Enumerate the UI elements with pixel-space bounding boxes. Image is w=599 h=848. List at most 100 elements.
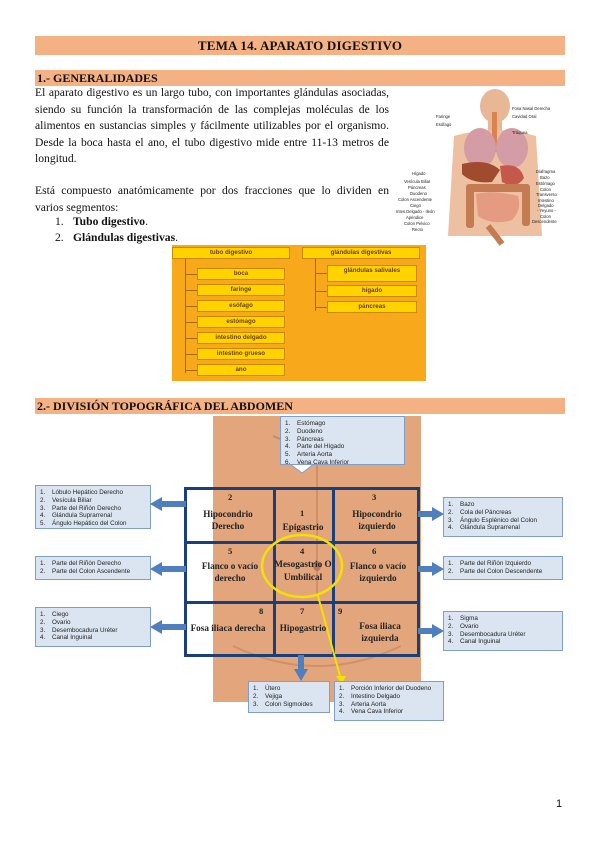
region-number: 1 xyxy=(300,508,305,518)
list-item: 3.Arteria Aorta xyxy=(339,700,386,708)
segments-list: 1.Tubo digestivo. 2.Glándulas digestivas… xyxy=(55,214,178,246)
anatomy-label: Recto xyxy=(412,227,423,232)
diagram-connector xyxy=(185,338,197,339)
diagram-connector xyxy=(185,274,197,275)
list-item: 6.Vena Cava Inferior xyxy=(285,458,350,466)
diagram-item: boca xyxy=(197,268,285,280)
arrow-left-icon xyxy=(150,620,186,634)
organs-box-hipocondrio-izquierdo: 1.Bazo 2.Cola del Páncreas 3.Ángulo Espl… xyxy=(443,497,563,537)
region-number: 8 xyxy=(259,606,264,616)
grid-line xyxy=(187,601,417,604)
diagram-item: intestino delgado xyxy=(197,332,285,344)
anatomy-label: Bazo xyxy=(540,175,550,180)
region-fosa-iliaca-izquierda: Fosa iliaca izquierda xyxy=(359,621,401,643)
arrow-down-icon xyxy=(294,655,308,681)
list-item-label: Glándulas digestivas xyxy=(73,231,176,244)
region-hipogastrio: Hipogastrio xyxy=(279,623,327,633)
anatomy-label: Ciego xyxy=(410,203,421,208)
list-item: 4.Parte del Hígado xyxy=(285,443,345,451)
diagram-connector xyxy=(185,259,186,373)
list-item: 3.Desembocadura Uréter xyxy=(40,626,118,634)
list-item: 3.Páncreas xyxy=(285,435,324,443)
anatomy-label: Esófago xyxy=(436,122,452,127)
organs-box-epigastrio: 1.Estómago 2.Duodeno 3.Páncreas 4.Parte … xyxy=(280,416,405,466)
anatomy-label: Faringe xyxy=(436,114,451,119)
anatomy-label: Duodeno xyxy=(410,191,427,196)
anatomy-label: Hígado xyxy=(412,171,426,176)
diagram-item: glándulas salivales xyxy=(327,265,417,282)
composition-paragraph: Está compuesto anatómicamente por dos fr… xyxy=(35,184,389,214)
list-item: 1.Bazo xyxy=(448,501,475,508)
region-number: 7 xyxy=(300,606,305,616)
organs-box-hipogastrio: 1.Útero 2.Vejiga 3.Colon Sigmoides xyxy=(248,681,330,713)
region-flanco-derecho: Flanco o vacío derecho xyxy=(201,561,259,583)
anatomy-label: Tráquea xyxy=(512,130,528,135)
list-item: 1.Porción Inferior del Duodeno xyxy=(339,685,432,692)
list-item: 2.Vesícula Biliar xyxy=(40,496,92,504)
arrow-right-icon xyxy=(418,624,444,638)
anatomy-label: Colon xyxy=(540,214,551,219)
anatomy-label: - Yeyuno - xyxy=(537,208,556,213)
list-item: 1.Sigma xyxy=(448,615,478,622)
diagram-item: intestino grueso xyxy=(197,348,285,360)
list-item: 5.Ángulo Hepático del Colon xyxy=(40,520,127,528)
list-item: 4.Vena Cava Inferior xyxy=(339,708,404,716)
diagram-item: faringe xyxy=(197,284,285,296)
anatomy-label: Diafragma xyxy=(536,169,556,174)
diagram-item: páncreas xyxy=(327,301,417,313)
list-item: 2.Ovario xyxy=(448,622,479,630)
region-number: 2 xyxy=(228,492,233,502)
section-heading-generalidades: 1.- GENERALIDADES xyxy=(35,70,565,86)
diagram-connector xyxy=(185,290,197,291)
list-item: 2.Vejiga xyxy=(253,692,283,700)
diagram-connector xyxy=(185,306,197,307)
region-number: 4 xyxy=(300,546,305,556)
diagram-connector xyxy=(185,370,197,371)
list-item: 4.Glándula Suprarrenal xyxy=(40,512,112,520)
arrow-left-icon xyxy=(150,497,186,511)
list-item: 1.Parte del Riñón Izquierdo xyxy=(448,560,532,567)
diagram-item: esófago xyxy=(197,300,285,312)
list-item: 1.Parte del Riñón Derecho xyxy=(40,560,121,567)
anatomy-label: Intestino xyxy=(538,198,554,203)
page-title: TEMA 14. APARATO DIGESTIVO xyxy=(35,36,565,55)
region-fosa-iliaca-derecha: Fosa iliaca derecha xyxy=(190,623,266,633)
list-item: 4.Glándula Suprarrenal xyxy=(448,524,520,532)
digestive-system-illustration: Faringe Esófago Hígado Vesícula Biliar P… xyxy=(392,86,570,246)
diagram-connector xyxy=(315,259,316,311)
list-item: 1.Tubo digestivo. xyxy=(55,215,148,228)
grid-line xyxy=(332,490,335,654)
organs-box-fosa-iliaca-derecha: 1.Ciego 2.Ovario 3.Desembocadura Uréter … xyxy=(35,607,151,647)
list-item: 1.Estómago xyxy=(285,420,326,427)
diagram-item: estómago xyxy=(197,316,285,328)
list-item: 4.Canal Inguinal xyxy=(40,634,93,642)
anatomy-label: Descendente xyxy=(532,219,557,224)
organs-box-fosa-iliaca-izquierda: 1.Sigma 2.Ovario 3.Desembocadura Uréter … xyxy=(443,611,563,651)
list-item: 3.Parte del Riñón Derecho xyxy=(40,504,121,512)
diagram-item: ano xyxy=(197,364,285,376)
diagram-item: hígado xyxy=(327,285,417,297)
region-number: 5 xyxy=(228,546,233,556)
page-number: 1 xyxy=(556,798,563,810)
diagram-connector xyxy=(315,273,327,274)
list-item: 2.Cola del Páncreas xyxy=(448,508,512,516)
grid-line xyxy=(187,541,417,544)
grid-line xyxy=(273,490,276,654)
diagram-connector xyxy=(185,354,197,355)
region-number: 3 xyxy=(372,492,377,502)
torso-drawing xyxy=(448,89,542,246)
organs-box-flanco-izquierdo: 1.Parte del Riñón Izquierdo 2.Parte del … xyxy=(443,556,563,580)
anatomy-label: Páncreas xyxy=(408,185,426,190)
list-item: 2.Parte del Colon Ascendente xyxy=(40,567,131,575)
anatomy-label: Intes.Delgado - Ileón xyxy=(396,209,435,214)
list-item: 3.Desembocadura Uréter xyxy=(448,630,526,638)
list-item: 3.Colon Sigmoides xyxy=(253,700,313,708)
list-item: 2.Duodeno xyxy=(285,427,323,435)
anatomy-label: Fosa Nasal Derecha xyxy=(512,106,551,111)
list-item: 2.Ovario xyxy=(40,618,71,626)
list-item: 2.Intestino Delgado xyxy=(339,692,401,700)
list-item: 5.Arteria Aorta xyxy=(285,451,332,459)
region-mesogastrio: Mesogastrio O Umbilical xyxy=(274,559,332,582)
list-item: 4.Canal Inguinal xyxy=(448,638,501,646)
list-item: 2.Parte del Colon Descendente xyxy=(448,567,543,575)
